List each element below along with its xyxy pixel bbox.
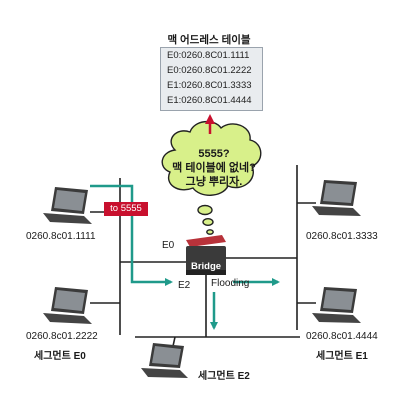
bridge-label: Bridge [190,261,222,272]
cloud-line-1: 5555? [198,148,230,160]
mac-address-table: E0:0260.8C01.1111 E0:0260.8C01.2222 E1:0… [160,47,263,111]
flow-arrows [90,114,280,330]
mac-table-row: E0:0260.8C01.1111 [167,50,250,61]
segment-e0-label: 세그먼트 E0 [34,351,86,362]
host-address-2222: 0260.8c01.2222 [26,331,98,342]
laptop-icon-3333 [312,180,361,216]
flooding-label: Flooding [211,278,250,289]
laptop-icon-1111 [43,187,92,224]
laptop-icon-e2 [141,343,188,378]
mac-table-row: E1:0260.8C01.4444 [167,95,252,106]
segment-e2-label: 세그먼트 E2 [198,371,250,382]
incoming-frame-arrow [90,184,173,286]
cloud-line-2: 맥 테이블에 없네? [172,162,256,174]
host-address-3333: 0260.8c01.3333 [306,231,378,242]
cloud-text: 5555? 맥 테이블에 없네? 그냥 뿌리자. [168,147,260,189]
bridge-device [186,235,226,275]
host-address-1111: 0260.8c01.1111 [26,231,96,242]
segment-e1-label: 세그먼트 E1 [316,351,368,362]
port-e2-label: E2 [178,280,191,291]
port-e0-label: E0 [162,240,175,251]
mac-table-title: 맥 어드레스 테이블 [167,34,251,46]
frame-destination-label: to 5555 [104,202,148,216]
thought-cloud [161,121,262,235]
cloud-line-3: 그냥 뿌리자. [185,176,243,188]
laptop-icon-2222 [43,287,92,324]
mac-table-row: E0:0260.8C01.2222 [167,65,252,76]
host-address-4444: 0260.8c01.4444 [306,331,378,342]
mac-table-row: E1:0260.8C01.3333 [167,80,252,91]
laptop-icon-4444 [312,287,361,323]
